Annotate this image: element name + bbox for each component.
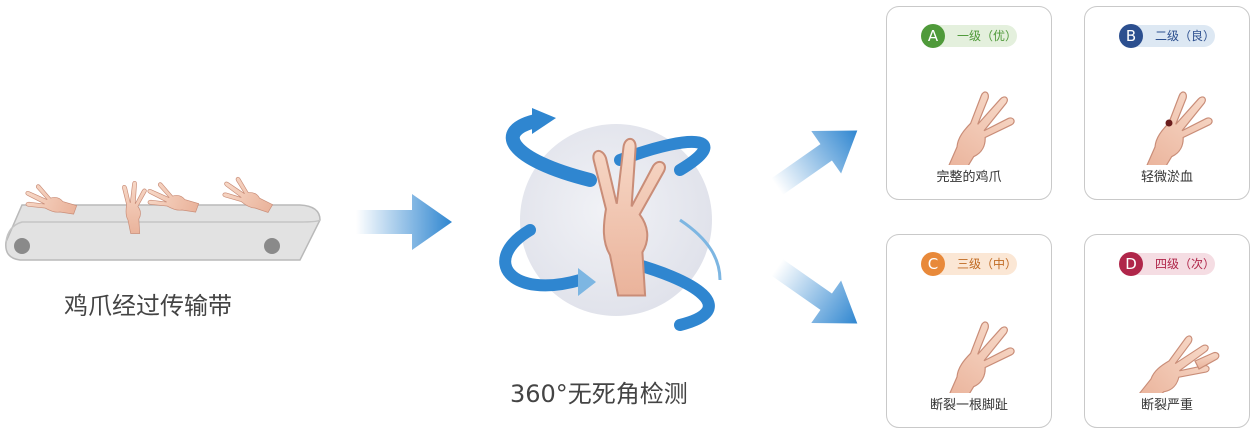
grade-letter: A bbox=[921, 24, 945, 48]
conveyor-belt bbox=[0, 150, 330, 280]
grade-letter: B bbox=[1119, 24, 1143, 48]
grade-description: 断裂严重 bbox=[1140, 398, 1193, 413]
chicken-foot-severely-broken bbox=[1127, 329, 1221, 393]
branch-arrow-up bbox=[768, 118, 868, 202]
grade-letter: D bbox=[1119, 252, 1143, 276]
bruise-mark bbox=[1165, 119, 1173, 127]
grade-card-b: B 二级（良） 轻微淤血 bbox=[1084, 6, 1250, 200]
branch-arrow-down bbox=[768, 256, 868, 340]
chicken-foot-bruised bbox=[1132, 84, 1222, 165]
grade-card-c: C 三级（中） 断裂一根脚趾 bbox=[886, 234, 1052, 428]
grade-name: 二级（良） bbox=[1155, 29, 1216, 43]
grade-card-d: D 四级（次） 断裂严重 bbox=[1084, 234, 1250, 428]
grade-name: 一级（优） bbox=[957, 29, 1018, 43]
grade-badge: C 三级（中） bbox=[921, 252, 1018, 276]
inspection-illustration bbox=[470, 60, 760, 360]
grade-description: 断裂一根脚趾 bbox=[929, 398, 1008, 413]
grade-description: 轻微淤血 bbox=[1140, 170, 1193, 185]
grade-card-a: A 一级（优） 完整的鸡爪 bbox=[886, 6, 1052, 200]
grade-description: 完整的鸡爪 bbox=[936, 170, 1002, 185]
chicken-foot-one-toe-broken bbox=[934, 314, 1024, 393]
grade-letter: C bbox=[921, 252, 945, 276]
grade-name: 三级（中） bbox=[957, 257, 1018, 271]
broken-toe-piece bbox=[1194, 351, 1220, 370]
chicken-foot-intact bbox=[934, 84, 1024, 165]
flow-arrow-right bbox=[356, 190, 456, 258]
inspection-caption: 360°无死角检测 bbox=[510, 380, 688, 408]
conveyor-caption: 鸡爪经过传输带 bbox=[64, 292, 232, 320]
grade-badge: A 一级（优） bbox=[921, 24, 1018, 48]
grade-badge: D 四级（次） bbox=[1119, 252, 1216, 276]
grade-badge: B 二级（良） bbox=[1119, 24, 1216, 48]
grade-name: 四级（次） bbox=[1155, 257, 1216, 271]
